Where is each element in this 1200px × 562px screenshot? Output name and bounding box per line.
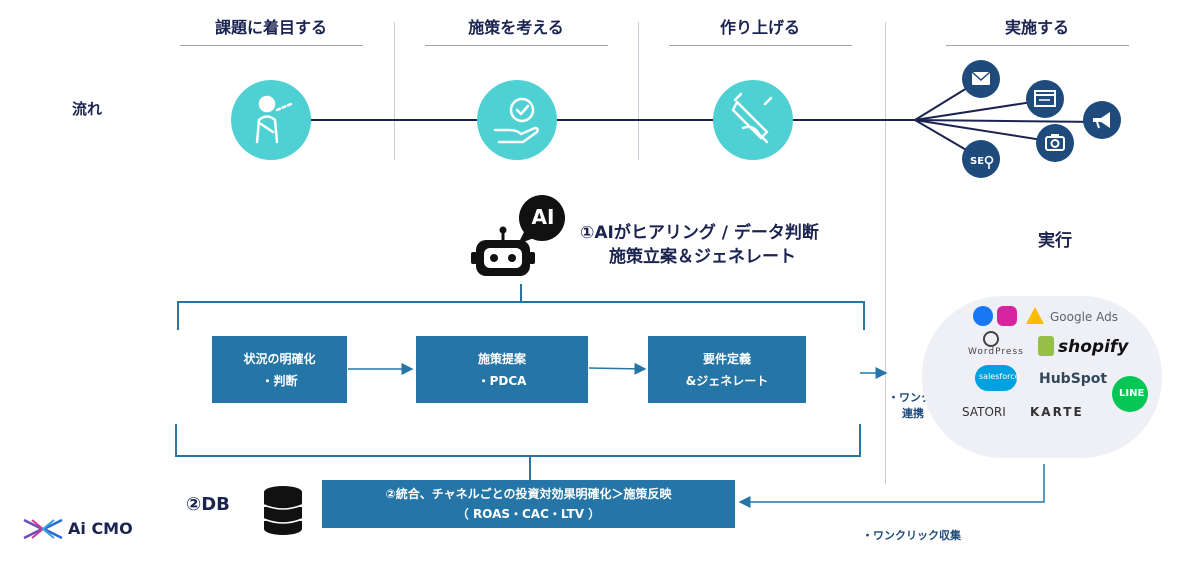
flow-connector-lines <box>268 79 1101 159</box>
camera-icon <box>1036 124 1074 162</box>
salesforce-label: salesforce <box>979 372 1020 381</box>
db-summary-box: ②統合、チャネルごとの投資対効果明確化＞施策反映 （ ROAS・CAC・LTV … <box>322 480 735 528</box>
shopify-icon <box>1038 336 1054 356</box>
one-click-collect-note: ・ワンクリック収集 <box>862 529 961 542</box>
process-box-line2: &ジェネレート <box>685 373 769 388</box>
ai-caption-line2: 施策立案＆ジェネレート <box>609 247 796 267</box>
stage-title-focus: 課題に着目する <box>214 18 327 37</box>
stage-title-execute: 実施する <box>1004 18 1069 37</box>
stage-title-plan: 施策を考える <box>468 18 564 37</box>
stage-underline <box>669 45 852 46</box>
db-box-line1: ②統合、チャネルごとの投資対効果明確化＞施策反映 <box>385 487 672 501</box>
process-box-line1: 要件定義 <box>702 351 751 366</box>
ai-caption-line1: ①AIがヒアリング / データ判断 <box>580 223 819 243</box>
ai-badge: AI <box>531 205 555 229</box>
database-icon <box>263 486 303 535</box>
process-connectors <box>175 284 1045 508</box>
ai-cmo-logo-text: Ai CMO <box>68 519 133 538</box>
line-label: LINE <box>1119 388 1145 399</box>
stage-underline <box>946 45 1129 46</box>
karte-label: KARTE <box>1030 405 1084 419</box>
flow-label: 流れ <box>72 100 103 118</box>
browser-icon <box>1026 80 1064 118</box>
svg-text:SE: SE <box>970 156 984 167</box>
process-box-line2: ・PDCA <box>477 373 527 388</box>
separator-line <box>394 22 395 160</box>
salesforce-icon <box>975 365 1017 391</box>
db-label: ②DB <box>186 494 230 515</box>
stage-underline <box>180 45 363 46</box>
hand-check-icon <box>477 80 557 160</box>
instagram-icon <box>997 306 1017 326</box>
hand-writing-icon <box>713 80 793 160</box>
process-box-line2: ・判断 <box>261 373 298 388</box>
megaphone-icon <box>1083 101 1121 139</box>
ai-speech-bubble <box>518 195 565 244</box>
wordpress-icon <box>983 331 999 347</box>
shopify-label: shopify <box>1058 337 1129 357</box>
ai-cmo-logo-icon <box>23 518 63 540</box>
mail-icon <box>962 60 1000 98</box>
process-box-clarify: 状況の明確化 ・判断 <box>212 336 347 403</box>
stage-title-build: 作り上げる <box>719 18 800 37</box>
facebook-icon <box>973 306 993 326</box>
one-click-link-note-2: 連携 <box>902 407 924 420</box>
process-box-requirements: 要件定義 &ジェネレート <box>648 336 806 403</box>
wordpress-label: WordPress <box>968 347 1024 357</box>
seo-icon: SE <box>962 140 1000 178</box>
stage-underline <box>425 45 608 46</box>
process-box-line1: 施策提案 <box>477 351 526 366</box>
execute-label: 実行 <box>1038 231 1072 251</box>
process-box-line1: 状況の明確化 <box>243 351 316 366</box>
hubspot-label: HubSpot <box>1039 371 1108 387</box>
google-ads-icon <box>1026 307 1044 324</box>
separator-line <box>885 22 886 484</box>
line-icon <box>1112 376 1148 412</box>
robot-icon <box>471 226 535 276</box>
db-box-line2: （ ROAS・CAC・LTV ） <box>456 507 601 521</box>
satori-label: SATORI <box>962 405 1006 419</box>
person-thinking-icon <box>231 80 311 160</box>
google-ads-label: Google Ads <box>1050 310 1118 324</box>
separator-line <box>638 22 639 160</box>
process-box-propose: 施策提案 ・PDCA <box>416 336 588 403</box>
